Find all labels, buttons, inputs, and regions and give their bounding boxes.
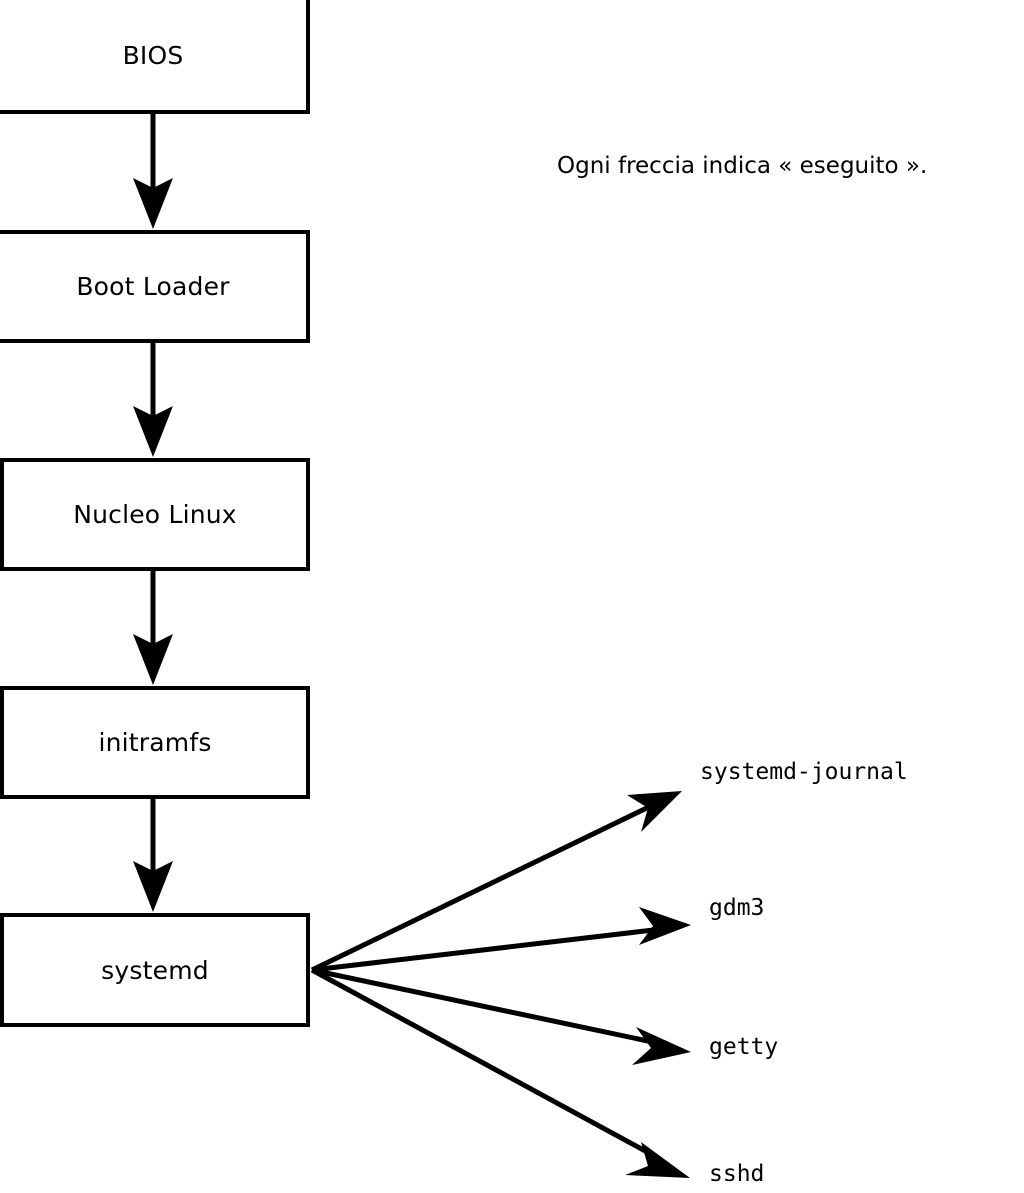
arrow-bios-to-bootloader	[133, 114, 173, 229]
service-label-gdm3: gdm3	[709, 895, 765, 921]
flow-box-label-bios: BIOS	[122, 40, 184, 70]
flow-box-systemd[interactable]: systemd	[0, 913, 310, 1027]
flow-box-label-initramfs: initramfs	[98, 728, 212, 757]
arrow-initramfs-to-systemd	[133, 799, 173, 912]
flow-box-bios[interactable]: BIOS	[0, 0, 310, 114]
arrow-systemd-to-systemd-journal	[310, 791, 682, 973]
service-label-sshd: sshd	[709, 1161, 765, 1187]
flow-box-bootloader[interactable]: Boot Loader	[0, 230, 310, 343]
arrow-bootloader-to-kernel	[133, 343, 173, 457]
arrow-systemd-to-sshd	[310, 967, 690, 1178]
flow-box-initramfs[interactable]: initramfs	[0, 686, 310, 799]
service-label-getty: getty	[709, 1034, 779, 1060]
service-label-systemd-journal: systemd-journal	[700, 759, 908, 785]
arrow-systemd-to-getty	[311, 967, 691, 1065]
flow-box-label-systemd: systemd	[101, 955, 209, 985]
flow-box-kernel[interactable]: Nucleo Linux	[0, 458, 310, 571]
arrow-systemd-to-gdm3	[311, 907, 691, 973]
diagram-caption: Ogni freccia indica « eseguito ».	[557, 153, 928, 179]
flow-box-label-bootloader: Boot Loader	[76, 272, 230, 301]
flow-box-label-kernel: Nucleo Linux	[73, 500, 237, 529]
arrow-kernel-to-initramfs	[133, 571, 173, 685]
